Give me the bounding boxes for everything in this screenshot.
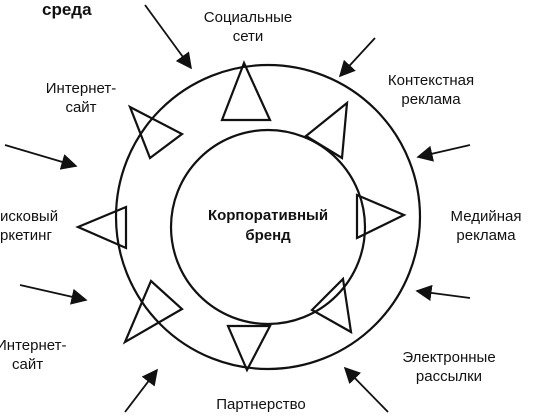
arrow-top-right <box>338 37 376 78</box>
label-media: Медийная реклама <box>450 208 522 244</box>
triangle-bottom-right <box>310 276 353 335</box>
arrow-bottom-right-outer <box>415 284 471 301</box>
triangle-bottom <box>226 324 272 373</box>
label-search: исковый ркетинг <box>0 208 59 244</box>
triangle-left <box>75 205 128 250</box>
label-context: Контекстная реклама <box>387 72 475 108</box>
label-email: Электронные рассылки <box>402 349 496 385</box>
arrow-bottom-left-outer <box>19 284 88 305</box>
triangle-top-left <box>127 104 185 160</box>
label-partner: Партнерство <box>216 396 306 413</box>
triangle-right <box>355 193 407 240</box>
triangle-top <box>220 60 272 122</box>
outer-circle <box>114 63 422 371</box>
arrow-bottom-right <box>343 366 389 413</box>
center-label: Корпоративный бренд <box>173 206 363 246</box>
label-site-top: Интернет- сайт <box>45 80 117 116</box>
arrow-right <box>416 144 471 162</box>
label-social: Социальные сети <box>203 9 293 45</box>
arrow-left <box>4 144 78 170</box>
corner-label: среда <box>42 0 92 19</box>
triangle-top-right <box>304 100 349 160</box>
center-label-line2: бренд <box>245 227 291 244</box>
arrow-top-left <box>144 4 192 70</box>
inner-circle <box>169 128 367 326</box>
arrow-bottom-left <box>124 368 158 413</box>
center-label-line1: Корпоративный <box>207 207 329 224</box>
triangle-bottom-left <box>122 279 184 345</box>
label-site-bottom: Интернет- сайт <box>0 337 67 373</box>
